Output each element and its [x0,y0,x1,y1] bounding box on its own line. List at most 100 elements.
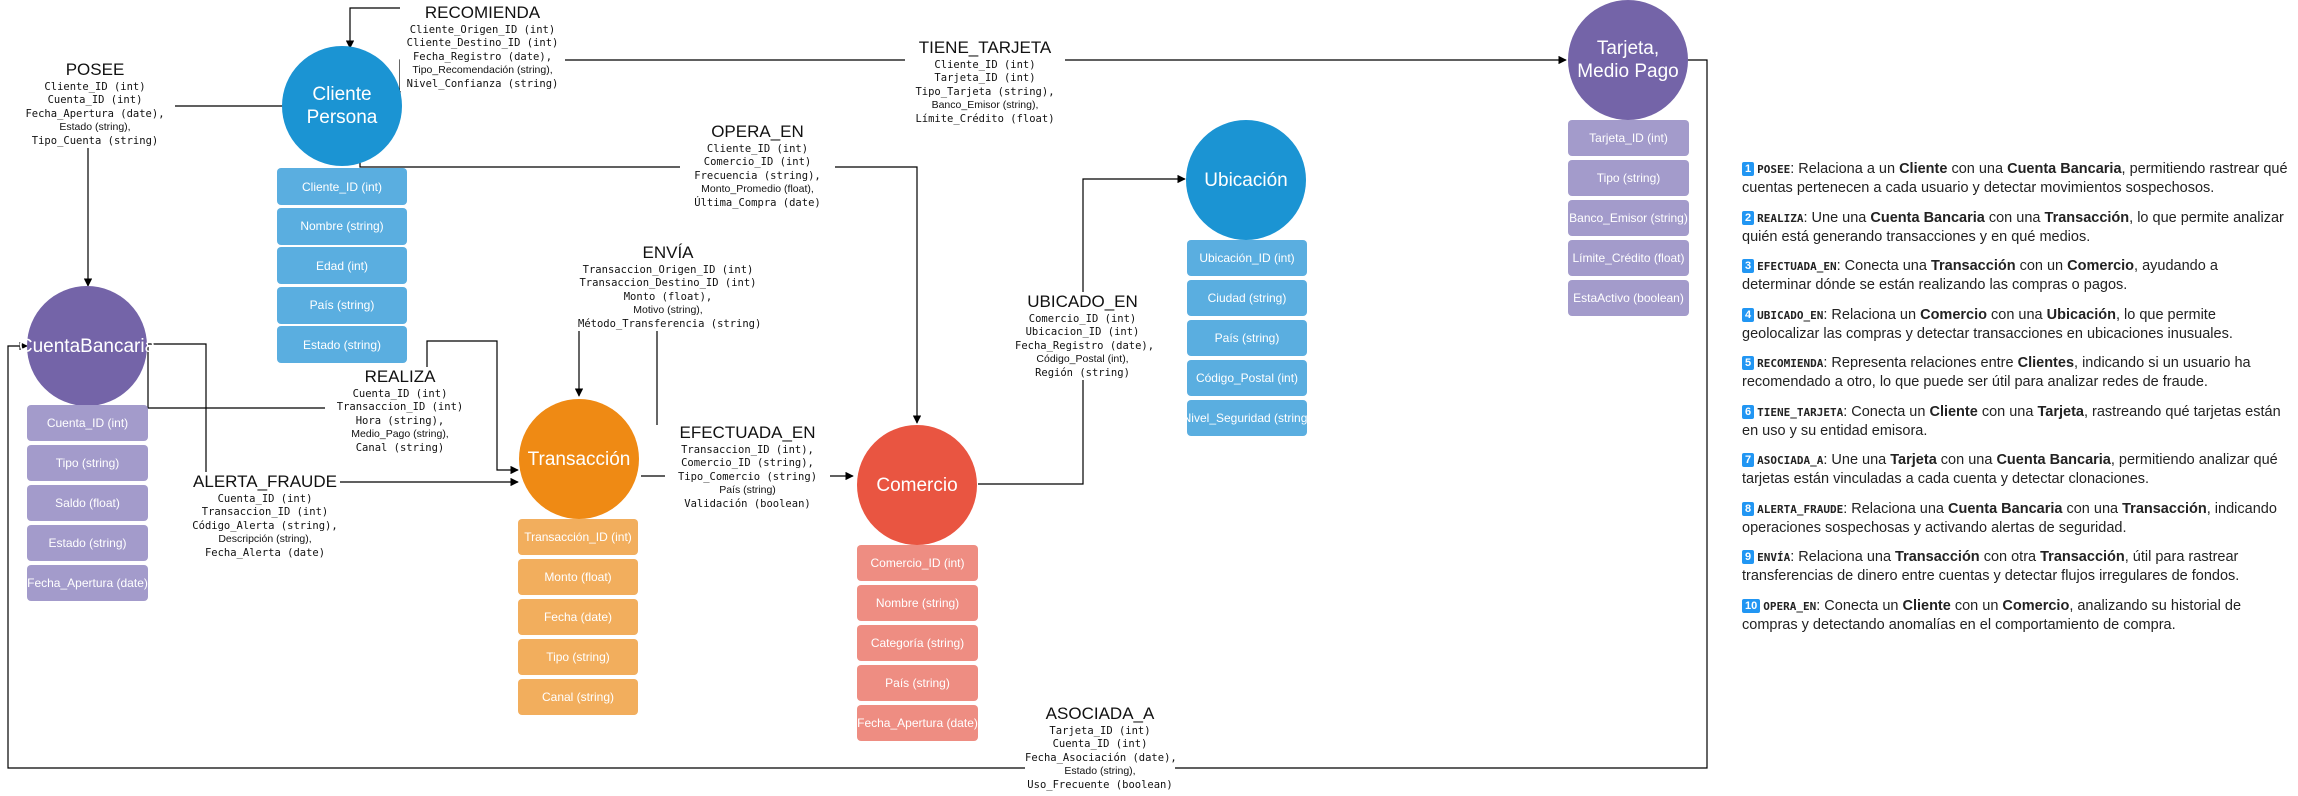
relation-properties: Transaccion_Origen_ID (int)Transaccion_D… [578,264,761,331]
legend-text: , indicando si un usuario ha recomendado… [1742,355,2251,390]
attribute-cuenta-2[interactable]: Saldo (float) [27,485,148,521]
relation-property: Descripción (string), [218,533,312,546]
relation-property: Frecuencia (string), [694,169,821,182]
attribute-transaccion-3[interactable]: Tipo (string) [518,639,638,675]
attribute-cuenta-4[interactable]: Fecha_Apertura (date) [27,565,148,601]
entity-transaccion[interactable]: Transacción [519,399,639,519]
attribute-ubicacion-4[interactable]: Nivel_Seguridad (string) [1187,400,1307,436]
attribute-ubicacion-3[interactable]: Código_Postal (int) [1187,360,1307,396]
entity-title: CuentaBancaria [18,335,156,357]
legend-entity: Tarjeta [1890,452,1937,468]
legend-text: con un [2015,258,2068,274]
relation-property: Validación (boolean) [684,497,811,510]
relation-property: Código_Alerta (string), [192,519,338,532]
attribute-ubicacion-2[interactable]: País (string) [1187,320,1307,356]
attribute-cuenta-0[interactable]: Cuenta_ID (int) [27,405,148,441]
entity-comercio[interactable]: Comercio [857,425,977,545]
legend-entity: Cliente [1899,161,1948,177]
attribute-comercio-4[interactable]: Fecha_Apertura (date) [857,705,978,741]
legend-text: : Representa relaciones entre [1823,355,2018,371]
relation-property: Canal (string) [355,441,445,454]
attribute-transaccion-2[interactable]: Fecha (date) [518,599,638,635]
entity-cuenta[interactable]: CuentaBancaria [19,286,155,406]
relation-property: Tipo_Cuenta (string) [31,134,159,147]
relation-property: Cuenta_ID (int) [47,94,143,107]
attribute-comercio-3[interactable]: País (string) [857,665,978,701]
relation-property: Cliente_Origen_ID (int) [409,24,556,36]
attribute-cliente-4[interactable]: Estado (string) [277,326,407,363]
relation-property: Transaccion_Destino_ID (int) [579,277,757,290]
relation-property: Transaccion_ID (int), [681,444,814,456]
attribute-comercio-1[interactable]: Nombre (string) [857,585,978,621]
attribute-transaccion-1[interactable]: Monto (float) [518,559,638,595]
legend-relation-code: UBICADO_EN [1757,308,1824,322]
attribute-comercio-0[interactable]: Comercio_ID (int) [857,545,978,581]
legend-number-badge: 6 [1742,404,1755,419]
legend-entity: Cliente [1902,597,1951,614]
relation-properties: Cuenta_ID (int)Transaccion_ID (int)Hora … [325,388,475,455]
relation-property: Fecha_Registro (date), [412,50,553,63]
relation-property: Hora (string), [355,414,445,427]
attribute-cliente-3[interactable]: País (string) [277,286,407,324]
relation-property: Tarjeta_ID (int) [934,72,1036,85]
legend-text: con una [1984,209,2045,226]
legend-entity: Cuenta Bancaria [1870,209,1985,226]
legend-relation-code: EFECTUADA_EN [1757,260,1837,273]
relation-property: Nivel_Confianza (string) [406,77,559,90]
attribute-transaccion-4[interactable]: Canal (string) [518,679,638,715]
relation-property: Medio_Pago (string), [351,428,449,441]
attribute-cliente-0[interactable]: Cliente_ID (int) [277,168,407,205]
attribute-transaccion-0[interactable]: Transacción_ID (int) [518,519,638,555]
attribute-tarjeta-2[interactable]: Banco_Emisor (string) [1568,200,1689,236]
relation-name: OPERA_EN [711,122,804,141]
attribute-tarjeta-0[interactable]: Tarjeta_ID (int) [1568,120,1689,156]
attribute-cliente-1[interactable]: Nombre (string) [277,207,407,245]
relation-name: POSEE [65,60,125,79]
legend-relation-code: OPERA_EN [1763,599,1817,613]
relation-property: Estado (string), [59,121,131,134]
attribute-cuenta-1[interactable]: Tipo (string) [27,445,148,481]
attribute-cliente-2[interactable]: Edad (int) [277,247,407,284]
relation-property: País (string) [719,484,776,497]
relation-property: Región (string) [1035,366,1130,379]
relation-property: Comercio_ID (int) [703,156,812,169]
attribute-tarjeta-3[interactable]: Límite_Crédito (float) [1568,240,1689,276]
relation-properties: Cuenta_ID (int)Transaccion_ID (int)Códig… [190,493,340,560]
attribute-tarjeta-1[interactable]: Tipo (string) [1568,160,1689,196]
entity-ubicacion[interactable]: Ubicación [1186,120,1306,240]
entity-title: Tarjeta,Medio Pago [1577,38,1679,82]
relation-property: Tipo_Comercio (string) [677,470,818,483]
relation-name: ASOCIADA_A [1045,704,1155,723]
attribute-comercio-2[interactable]: Categoría (string) [857,625,978,661]
relation-property: Monto_Promedio (float), [701,183,814,196]
attribute-ubicacion-1[interactable]: Ciudad (string) [1187,280,1307,316]
legend-number-badge: 7 [1742,453,1755,467]
legend-entity: Tarjeta [2037,403,2084,420]
relation-properties: Cliente_ID (int)Tarjeta_ID (int)Tipo_Tar… [905,59,1065,126]
relation-property: Cliente_Destino_ID (int) [406,37,559,50]
attribute-ubicacion-0[interactable]: Ubicación_ID (int) [1187,240,1307,276]
legend-entity: Transacción [1895,549,1980,565]
legend-number-badge: 1 [1742,162,1755,176]
attribute-tarjeta-4[interactable]: EstaActivo (boolean) [1568,280,1689,316]
legend-text: : Une una [1803,209,1871,226]
entity-tarjeta[interactable]: Tarjeta,Medio Pago [1568,0,1688,120]
relation-property: Transaccion_Origen_ID (int) [582,264,754,276]
attribute-cuenta-3[interactable]: Estado (string) [27,525,148,561]
